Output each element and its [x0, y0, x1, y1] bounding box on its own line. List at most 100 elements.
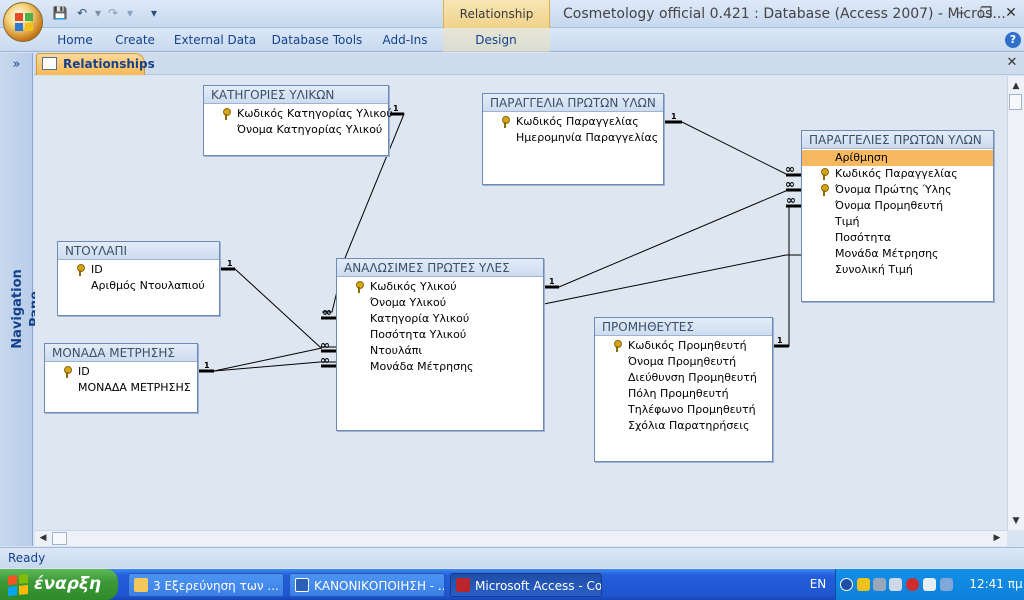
close-button[interactable]: ✕: [1005, 5, 1017, 21]
primary-key-icon: [820, 184, 829, 196]
field-row[interactable]: Ημερομηνία Παραγγελίας: [483, 130, 663, 146]
scroll-left-icon[interactable]: ◀: [39, 533, 47, 543]
field-row[interactable]: Συνολική Τιμή: [802, 262, 993, 278]
antivirus-icon[interactable]: [906, 578, 919, 591]
undo-icon[interactable]: ↶: [76, 6, 88, 20]
field-name: ID: [91, 263, 103, 276]
customize-toolbar-icon[interactable]: ▾: [150, 6, 158, 20]
field-row-selected[interactable]: Αρίθμηση: [802, 150, 993, 166]
clock[interactable]: 12:41 πμ: [969, 577, 1023, 591]
office-logo-icon: [15, 13, 33, 31]
field-row[interactable]: Μονάδα Μέτρησης: [337, 359, 543, 375]
field-name: ΜΟΝΑΔΑ ΜΕΤΡΗΣΗΣ: [78, 381, 191, 394]
redo-icon[interactable]: ↷: [107, 6, 119, 20]
horizontal-scroll-thumb[interactable]: [52, 532, 67, 545]
field-row[interactable]: Όνομα Προμηθευτή: [802, 198, 993, 214]
field-row[interactable]: ID: [45, 364, 197, 380]
field-row[interactable]: Κωδικός Παραγγελίας: [802, 166, 993, 182]
taskbar-item-access[interactable]: Microsoft Access - Co...: [450, 573, 602, 597]
tray-expand-icon[interactable]: [840, 578, 853, 591]
field-name: Κατηγορία Υλικού: [370, 312, 470, 325]
scroll-right-icon[interactable]: ▶: [993, 533, 1001, 543]
help-icon[interactable]: ?: [1005, 32, 1021, 48]
undo-dropdown-icon[interactable]: ▾: [94, 6, 102, 20]
mail-icon[interactable]: [923, 578, 936, 591]
document-tab-relationships[interactable]: [36, 53, 145, 75]
language-indicator[interactable]: EN: [809, 577, 827, 591]
tab-database-tools[interactable]: Database Tools: [271, 33, 363, 47]
navigation-pane-label[interactable]: Navigation Pane: [10, 269, 43, 349]
field-row[interactable]: Όνομα Προμηθευτή: [595, 354, 772, 370]
table-ntoulapi[interactable]: ΝΤΟΥΛΑΠΙ ID Αριθμός Ντουλαπιού: [57, 241, 220, 316]
network-icon[interactable]: [889, 578, 902, 591]
field-row[interactable]: Όνομα Πρώτης Ύλης: [802, 182, 993, 198]
office-button[interactable]: [3, 2, 43, 42]
tab-design[interactable]: Design: [475, 33, 517, 47]
display-icon[interactable]: [940, 578, 953, 591]
field-row[interactable]: Κωδικός Προμηθευτή: [595, 338, 772, 354]
audio-icon[interactable]: [873, 578, 886, 591]
security-shield-icon[interactable]: [857, 578, 870, 591]
table-promitheftes[interactable]: ΠΡΟΜΗΘΕΥΤΕΣ Κωδικός Προμηθευτή Όνομα Προ…: [594, 317, 773, 462]
table-paraggelia-proton-ylon[interactable]: ΠΑΡΑΓΓΕΛΙΑ ΠΡΩΤΩΝ ΥΛΩΝ Κωδικός Παραγγελί…: [482, 93, 664, 185]
field-row[interactable]: Ντουλάπι: [337, 343, 543, 359]
field-name: Ποσότητα: [835, 231, 892, 244]
field-row[interactable]: Τιμή: [802, 214, 993, 230]
vertical-scroll-thumb[interactable]: [1009, 94, 1022, 110]
save-icon[interactable]: 💾: [52, 6, 68, 20]
table-title[interactable]: ΠΑΡΑΓΓΕΛΙΕΣ ΠΡΩΤΩΝ ΥΛΩΝ: [802, 131, 993, 149]
field-row[interactable]: Αριθμός Ντουλαπιού: [58, 278, 219, 294]
field-row[interactable]: Όνομα Υλικού: [337, 295, 543, 311]
tab-create[interactable]: Create: [115, 33, 155, 47]
field-name: Κωδικός Υλικού: [370, 280, 457, 293]
field-row[interactable]: ΜΟΝΑΔΑ ΜΕΤΡΗΣΗΣ: [45, 380, 197, 396]
horizontal-scrollbar[interactable]: [35, 530, 1007, 546]
field-row[interactable]: Μονάδα Μέτρησης: [802, 246, 993, 262]
table-kategories-ylikon[interactable]: ΚΑΤΗΓΟΡΙΕΣ ΥΛΙΚΩΝ Κωδικός Κατηγορίας Υλι…: [203, 85, 393, 156]
field-row[interactable]: Πόλη Προμηθευτή: [595, 386, 772, 402]
table-analosimes-protes-yles[interactable]: ΑΝΑΛΩΣΙΜΕΣ ΠΡΩΤΕΣ ΥΛΕΣ Κωδικός Υλικού Όν…: [336, 258, 544, 431]
field-row[interactable]: Ποσότητα Υλικού: [337, 327, 543, 343]
scroll-down-icon[interactable]: ▼: [1012, 516, 1020, 526]
field-row[interactable]: Όνομα Κατηγορίας Υλικού: [204, 122, 388, 138]
table-title[interactable]: ΜΟΝΑΔΑ ΜΕΤΡΗΣΗΣ: [45, 344, 197, 362]
table-title[interactable]: ΑΝΑΛΩΣΙΜΕΣ ΠΡΩΤΕΣ ΥΛΕΣ: [337, 259, 543, 277]
field-row[interactable]: ID: [58, 262, 219, 278]
field-row[interactable]: Τηλέφωνο Προμηθευτή: [595, 402, 772, 418]
redo-dropdown-icon[interactable]: ▾: [126, 6, 134, 20]
restore-button[interactable]: ❐: [979, 5, 993, 21]
table-paraggelies-proton-ylon[interactable]: ΠΑΡΑΓΓΕΛΙΕΣ ΠΡΩΤΩΝ ΥΛΩΝ Αρίθμηση Κωδικός…: [801, 130, 994, 302]
tab-external-data[interactable]: External Data: [173, 33, 257, 47]
table-title[interactable]: ΝΤΟΥΛΑΠΙ: [58, 242, 219, 260]
field-name: Μονάδα Μέτρησης: [370, 360, 474, 373]
field-row[interactable]: Ποσότητα: [802, 230, 993, 246]
status-bar: Ready: [0, 547, 1024, 568]
field-name: Ντουλάπι: [370, 344, 423, 357]
table-title[interactable]: ΠΑΡΑΓΓΕΛΙΑ ΠΡΩΤΩΝ ΥΛΩΝ: [483, 94, 663, 112]
close-document-icon[interactable]: ✕: [1006, 55, 1018, 70]
tab-add-ins[interactable]: Add-Ins: [382, 33, 428, 47]
field-row[interactable]: Κωδικός Κατηγορίας Υλικού: [204, 106, 393, 122]
field-row[interactable]: Σχόλια Παρατηρήσεις: [595, 418, 772, 434]
field-row[interactable]: Κατηγορία Υλικού: [337, 311, 543, 327]
taskbar-item-word[interactable]: ΚΑΝΟΝΙΚΟΠΟΙΗΣΗ - ...: [289, 573, 445, 597]
taskbar-item-label: ΚΑΝΟΝΙΚΟΠΟΙΗΣΗ - ...: [314, 579, 445, 593]
taskbar-item-explorer[interactable]: 3 Εξερεύνηση των ...: [128, 573, 284, 597]
vertical-scrollbar[interactable]: [1007, 76, 1024, 530]
field-row[interactable]: Κωδικός Παραγγελίας: [483, 114, 663, 130]
table-monada-metrisis[interactable]: ΜΟΝΑΔΑ ΜΕΤΡΗΣΗΣ ID ΜΟΝΑΔΑ ΜΕΤΡΗΣΗΣ: [44, 343, 198, 413]
field-name: Αριθμός Ντουλαπιού: [91, 279, 205, 292]
field-row[interactable]: Διεύθυνση Προμηθευτή: [595, 370, 772, 386]
field-name: Ημερομηνία Παραγγελίας: [516, 131, 659, 144]
navigation-pane[interactable]: [0, 53, 33, 546]
field-name: Αρίθμηση: [835, 151, 888, 164]
table-title[interactable]: ΠΡΟΜΗΘΕΥΤΕΣ: [595, 318, 772, 336]
field-name: Διεύθυνση Προμηθευτή: [628, 371, 757, 384]
table-title[interactable]: ΚΑΤΗΓΟΡΙΕΣ ΥΛΙΚΩΝ: [204, 86, 388, 104]
minimize-button[interactable]: –: [957, 5, 965, 21]
primary-key-icon: [613, 340, 622, 352]
nav-pane-expand-icon[interactable]: »: [12, 57, 21, 72]
tab-home[interactable]: Home: [57, 33, 93, 47]
field-row[interactable]: Κωδικός Υλικού: [337, 279, 543, 295]
scroll-up-icon[interactable]: ▲: [1012, 81, 1020, 91]
